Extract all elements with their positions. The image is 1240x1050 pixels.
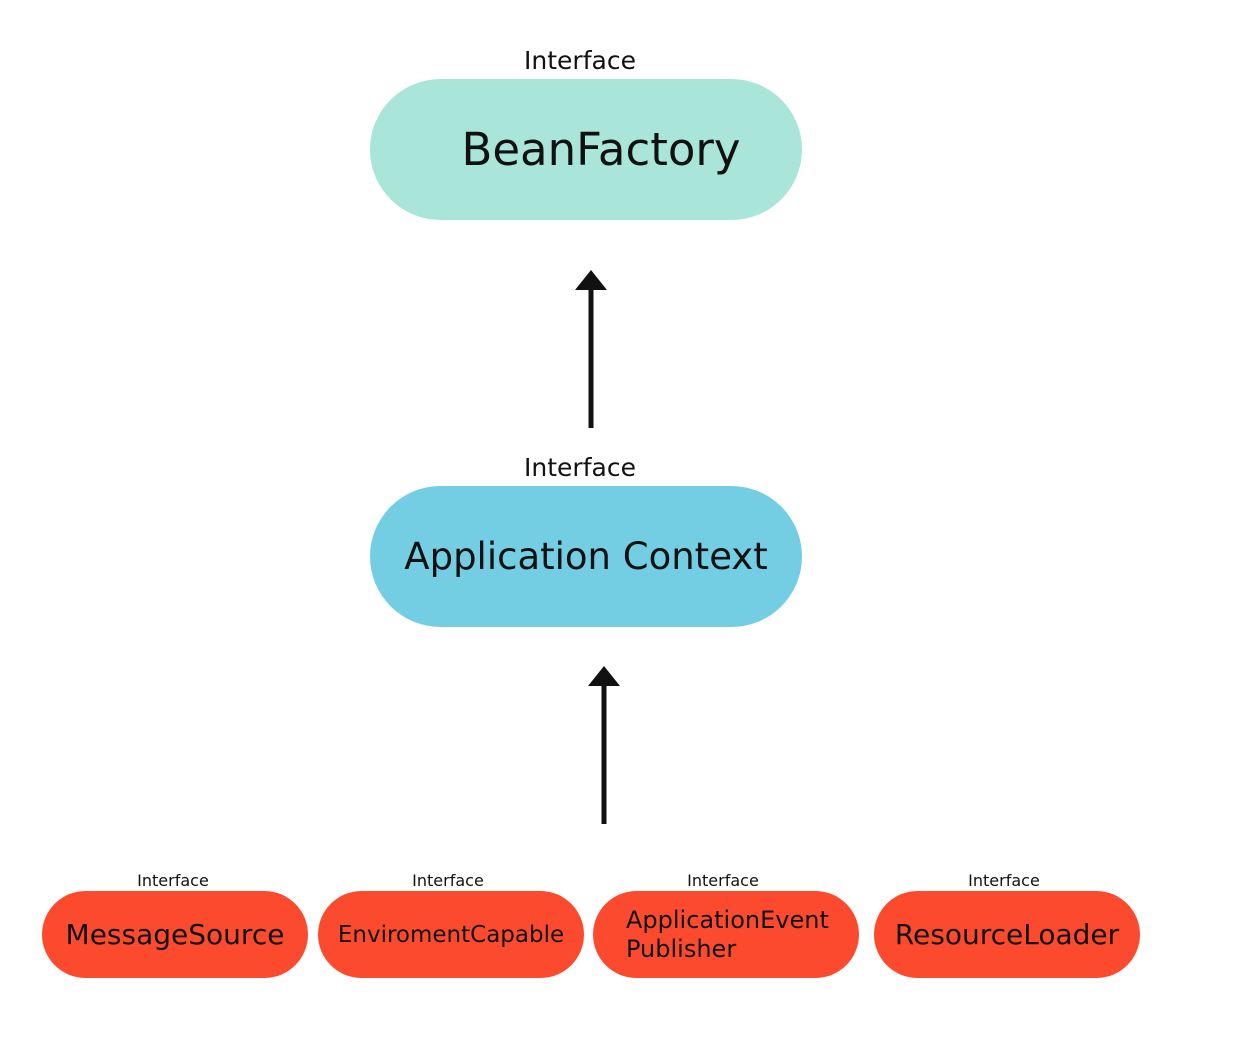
applicationeventpublisher-name-line1: ApplicationEvent bbox=[626, 905, 829, 934]
enviromentcapable-interface-label: Interface bbox=[412, 871, 484, 890]
enviromentcapable-name: EnviromentCapable bbox=[337, 921, 565, 948]
arrow-subinterfaces-to-context bbox=[588, 666, 620, 824]
messagesource-node: MessageSource bbox=[42, 891, 308, 978]
applicationeventpublisher-interface-label: Interface bbox=[687, 871, 759, 890]
application-context-node: Application Context bbox=[370, 486, 802, 627]
beanfactory-name: BeanFactory bbox=[461, 123, 741, 176]
enviromentcapable-node: EnviromentCapable bbox=[318, 891, 584, 978]
applicationeventpublisher-node: ApplicationEvent Publisher bbox=[593, 891, 859, 978]
resourceloader-name: ResourceLoader bbox=[894, 918, 1120, 951]
messagesource-interface-label: Interface bbox=[137, 871, 209, 890]
beanfactory-node: BeanFactory bbox=[370, 79, 802, 220]
messagesource-name: MessageSource bbox=[65, 918, 285, 951]
beanfactory-interface-label: Interface bbox=[524, 46, 636, 75]
application-context-interface-label: Interface bbox=[524, 453, 636, 482]
applicationeventpublisher-name-line2: Publisher bbox=[626, 934, 737, 963]
arrow-context-to-beanfactory bbox=[575, 270, 607, 428]
resourceloader-node: ResourceLoader bbox=[874, 891, 1140, 978]
resourceloader-interface-label: Interface bbox=[968, 871, 1040, 890]
application-context-name: Application Context bbox=[404, 535, 768, 578]
